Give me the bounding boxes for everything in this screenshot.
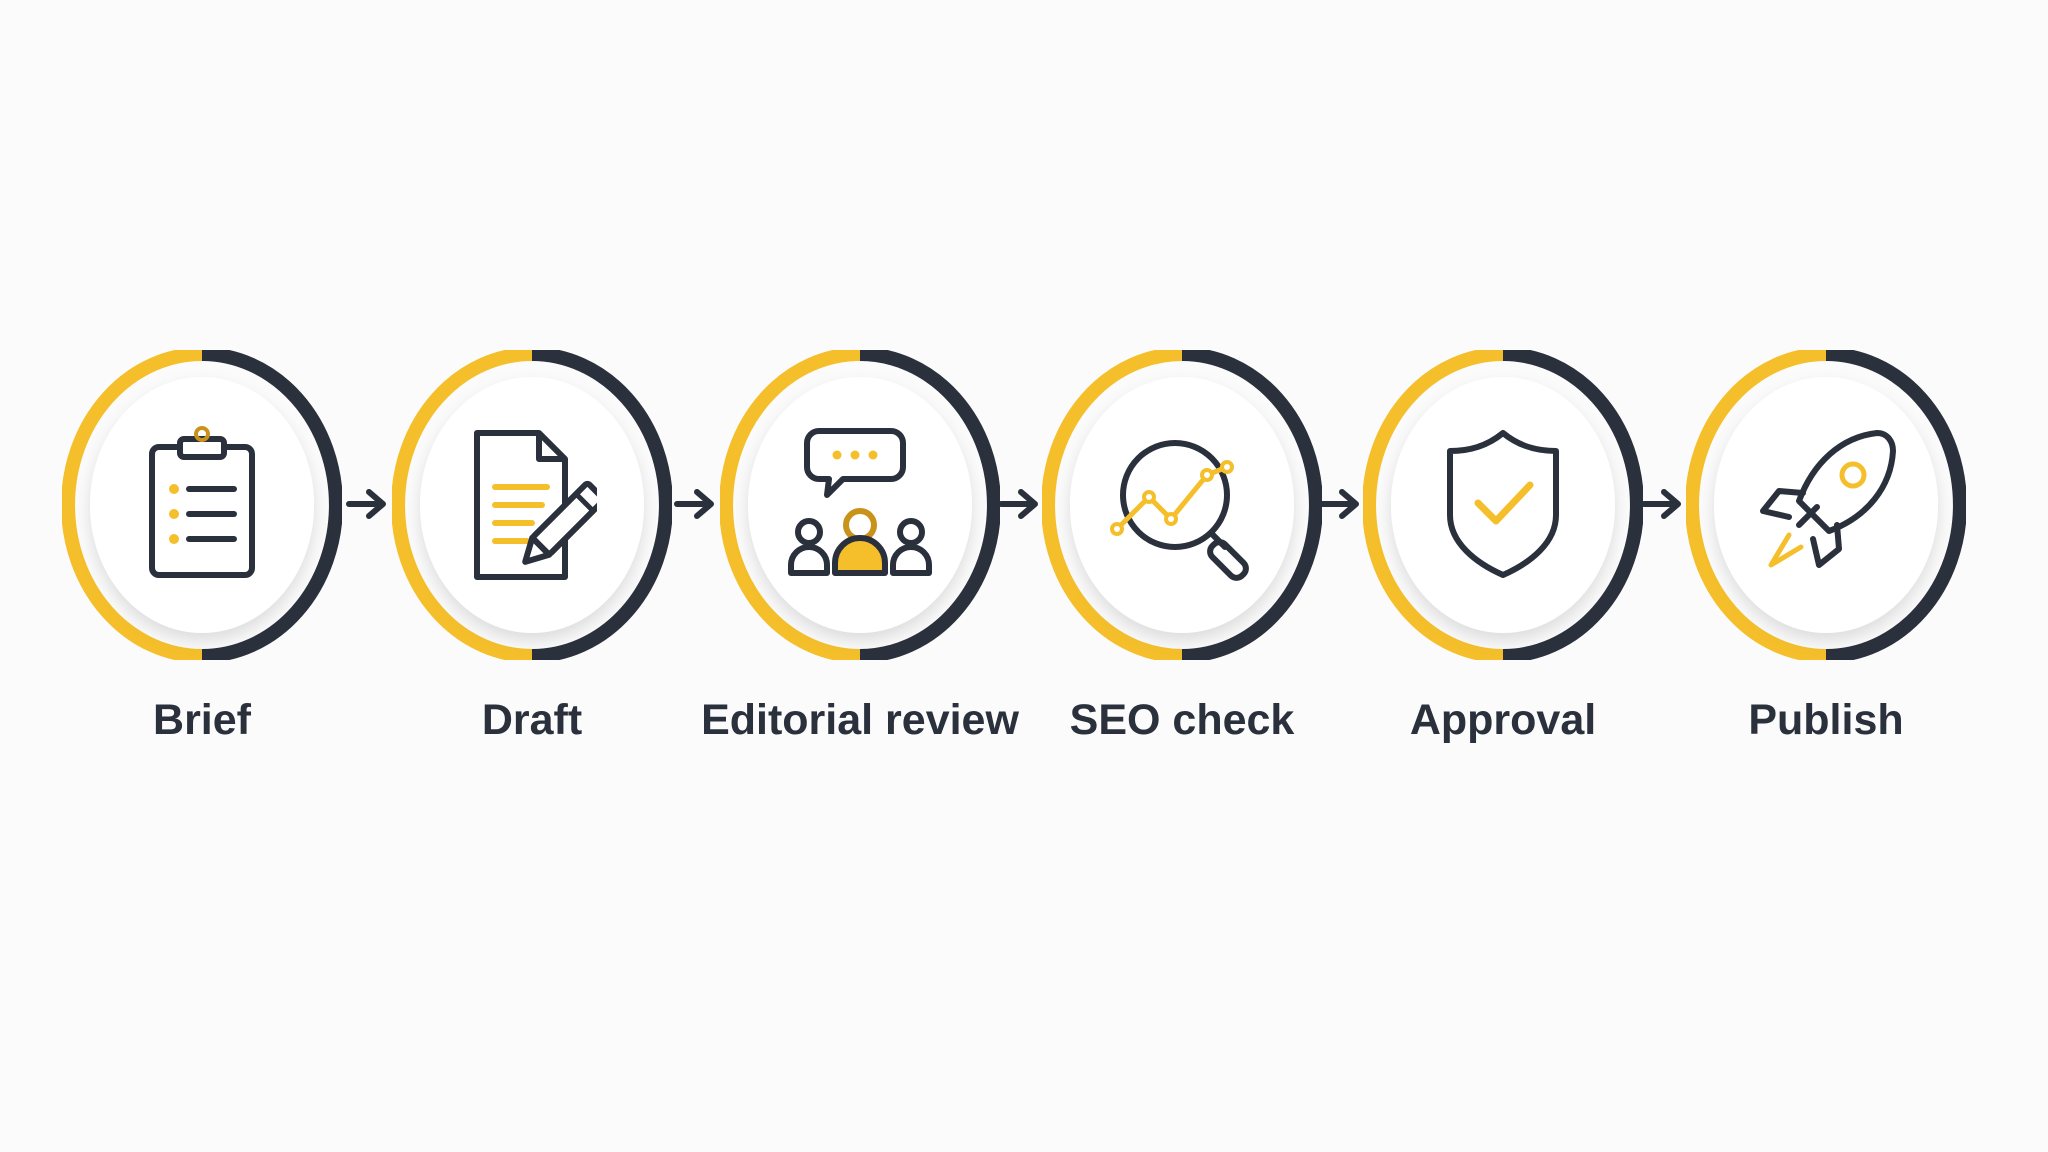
step-label: SEO check — [1069, 696, 1295, 744]
clipboard-checklist-icon — [149, 426, 255, 578]
team-chat-icon — [788, 428, 932, 576]
step-label: Brief — [153, 696, 251, 744]
progress-ring — [1363, 350, 1643, 660]
step-label: Draft — [481, 696, 583, 744]
arrow-right-icon — [1319, 489, 1359, 519]
progress-ring — [62, 350, 342, 660]
step-label: Editorial review — [701, 696, 1019, 744]
document-pencil-icon — [474, 430, 597, 580]
arrow-right-icon — [346, 489, 386, 519]
progress-ring — [1686, 350, 1966, 660]
arrow-right-icon — [674, 489, 714, 519]
arrow-right-icon — [998, 489, 1038, 519]
step-seo-check: SEO check — [1042, 350, 1322, 744]
step-approval: Approval — [1363, 350, 1643, 744]
rocket-icon — [1760, 430, 1896, 568]
progress-ring — [720, 350, 1000, 660]
magnifier-trend-icon — [1110, 440, 1249, 581]
step-draft: Draft — [392, 350, 672, 744]
step-label: Approval — [1409, 696, 1597, 744]
shield-check-icon — [1447, 430, 1559, 578]
step-label: Publish — [1748, 696, 1904, 744]
step-editorial-review: Editorial review — [701, 350, 1019, 744]
arrow-right-icon — [1641, 489, 1681, 519]
step-publish: Publish — [1686, 350, 1966, 744]
step-brief: Brief — [62, 350, 342, 744]
